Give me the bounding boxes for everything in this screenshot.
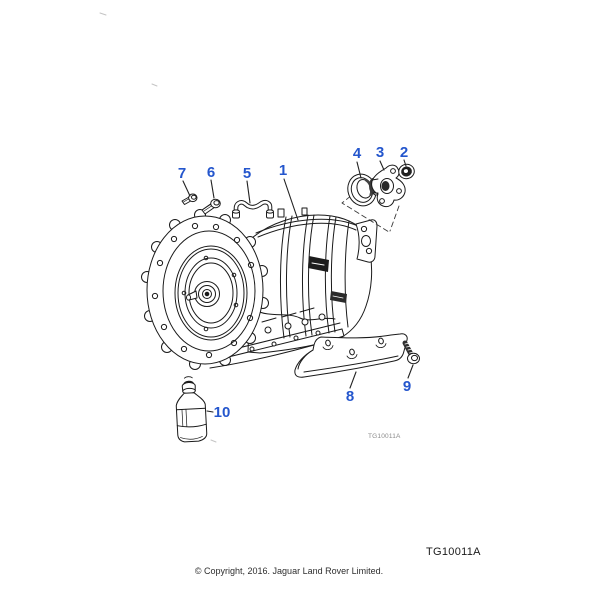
registration-marks (99, 12, 217, 443)
collar-illustration (398, 163, 415, 180)
breather-pipe-illustration (232, 199, 274, 219)
diagram-code: TG10011A (426, 546, 481, 558)
callout-2[interactable]: 2 (399, 144, 409, 161)
bell-housing (141, 209, 269, 370)
callout-6[interactable]: 6 (206, 164, 216, 181)
callout-7[interactable]: 7 (177, 165, 187, 182)
bolt-7-illustration (181, 193, 198, 205)
transmission-assembly-illustration (141, 207, 378, 370)
fluid-bottle-illustration (175, 376, 208, 443)
callout-9[interactable]: 9 (402, 378, 412, 395)
callout-3[interactable]: 3 (375, 144, 385, 161)
heat-shield-illustration (294, 333, 408, 378)
bolt-9-illustration (402, 340, 420, 365)
callout-8[interactable]: 8 (345, 388, 355, 405)
rear-mount-flange (355, 219, 378, 263)
callout-4[interactable]: 4 (352, 145, 362, 162)
callout-5[interactable]: 5 (242, 165, 252, 182)
copyright-notice: © Copyright, 2016. Jaguar Land Rover Lim… (194, 566, 384, 576)
assembly-axis-dashed-lines (341, 190, 400, 233)
leader-lines (182, 159, 414, 413)
callout-10[interactable]: 10 (213, 404, 231, 421)
bolt-6-illustration (201, 198, 221, 215)
diagram-code-inline: TG10011A (368, 433, 401, 440)
gear-case (205, 207, 378, 369)
callout-1[interactable]: 1 (278, 162, 288, 179)
